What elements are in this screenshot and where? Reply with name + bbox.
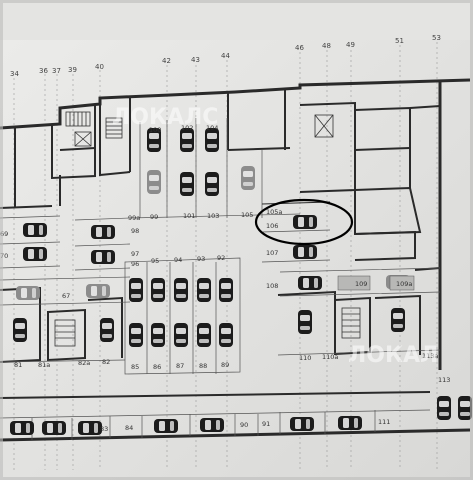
spot-label: 81 [14, 361, 22, 369]
spot-label: 84 [125, 424, 133, 432]
spot-label: 81a [38, 361, 50, 369]
spot-label: 105a [266, 208, 282, 216]
spot-label: 105 [241, 211, 253, 219]
spot-label: 102 [181, 124, 193, 132]
axis-label-46: 46 [295, 44, 304, 52]
axis-label-48: 48 [322, 42, 331, 50]
spot-label: 94 [174, 256, 182, 264]
spot-label: 104 [206, 124, 218, 132]
spot-label: 109 [355, 280, 367, 288]
axis-label-40: 40 [95, 63, 104, 71]
spot-label: 106 [266, 222, 278, 230]
axis-label-51: 51 [395, 37, 404, 45]
spot-label: 108 [266, 282, 278, 290]
spot-label: 90 [240, 421, 248, 429]
spot-label: 103 [207, 212, 219, 220]
spot-label: 97 [131, 250, 139, 258]
spot-label: 113 [438, 376, 450, 384]
spot-label: 113a [422, 352, 438, 360]
axis-label-49: 49 [346, 41, 355, 49]
spot-label: 101 [183, 212, 195, 220]
spot-label: 93 [197, 255, 205, 263]
watermark: ЛОКАЛС [112, 105, 218, 130]
spot-label: 92 [217, 254, 225, 262]
watermark: ЛОКАЛ [348, 343, 438, 368]
axis-label-36: 36 [39, 67, 48, 75]
spot-label: 110 [299, 354, 311, 362]
spot-label: 69 [0, 230, 8, 238]
spot-label: 86 [153, 363, 161, 371]
spot-label: 70 [0, 252, 8, 260]
spot-label: 98 [131, 227, 139, 235]
spot-label: 87 [176, 362, 184, 370]
axis-label-34: 34 [10, 70, 19, 78]
spot-label: 110a [322, 353, 338, 361]
highlight-circle [254, 198, 354, 246]
spot-label: 109a [396, 280, 412, 288]
spot-label: 99a [128, 214, 140, 222]
spot-label: 111 [378, 418, 390, 426]
spot-label: 96 [131, 260, 139, 268]
axis-label-53: 53 [432, 34, 441, 42]
spot-label: 100 [149, 126, 161, 134]
spot-label: 88 [199, 362, 207, 370]
spot-label: 99 [150, 213, 158, 221]
spot-label: 91 [262, 420, 270, 428]
spot-label: 82a [78, 359, 90, 367]
spot-label: 95 [151, 257, 159, 265]
spot-label: 83 [100, 425, 108, 433]
spot-label: 89 [221, 361, 229, 369]
spot-label: 82 [102, 358, 110, 366]
axis-label-43: 43 [191, 56, 200, 64]
spot-label: 107 [266, 249, 278, 257]
axis-label-42: 42 [162, 57, 171, 65]
axis-label-37: 37 [52, 67, 61, 75]
axis-label-39: 39 [68, 66, 77, 74]
axis-label-44: 44 [221, 52, 230, 60]
spot-label: 67 [62, 292, 70, 300]
spot-label: 85 [131, 363, 139, 371]
